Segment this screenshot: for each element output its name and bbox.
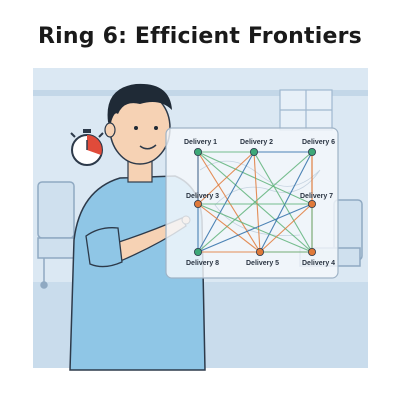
delivery-node-marker	[193, 147, 202, 156]
delivery-node-d4: Delivery 4	[302, 247, 335, 267]
delivery-node-marker	[193, 199, 202, 208]
delivery-node-label: Delivery 5	[246, 260, 279, 267]
sleeve	[85, 227, 123, 268]
board-scribble	[199, 160, 321, 236]
delivery-node-label: Delivery 6	[302, 139, 335, 146]
network-board	[165, 127, 339, 279]
network-edges	[197, 151, 313, 253]
wall-rail	[33, 90, 368, 96]
delivery-node-d5: Delivery 5	[246, 247, 279, 267]
network-edge	[197, 151, 255, 205]
delivery-node-d1: Delivery 1	[184, 139, 217, 156]
delivery-node-label: Delivery 7	[300, 193, 333, 200]
delivery-node-marker	[307, 247, 316, 256]
delivery-node-label: Delivery 8	[186, 260, 219, 267]
network-edge	[253, 151, 313, 253]
delivery-node-d2: Delivery 2	[240, 139, 273, 156]
network-edge	[259, 151, 313, 253]
delivery-node-label: Delivery 1	[184, 139, 217, 146]
stopwatch-icon	[70, 129, 104, 166]
network-edge	[197, 151, 261, 253]
wall-window	[279, 89, 333, 131]
hair	[107, 83, 172, 126]
network-edge	[197, 151, 255, 253]
delivery-node-marker	[307, 147, 316, 156]
delivery-node-label: Delivery 2	[240, 139, 273, 146]
delivery-node-marker	[193, 247, 202, 256]
delivery-node-d3: Delivery 3	[186, 193, 219, 208]
page-title: Ring 6: Efficient Frontiers	[38, 24, 362, 49]
network-edge	[259, 203, 313, 253]
delivery-node-d8: Delivery 8	[186, 247, 219, 267]
delivery-node-d6: Delivery 6	[302, 139, 335, 156]
network-edge	[197, 151, 313, 253]
delivery-node-label: Delivery 4	[302, 260, 335, 267]
network-edge	[197, 203, 313, 253]
network-edge	[253, 151, 261, 253]
delivery-node-d7: Delivery 7	[300, 193, 333, 208]
delivery-node-label: Delivery 3	[186, 193, 219, 200]
delivery-node-marker	[249, 147, 258, 156]
network-edge	[197, 203, 261, 253]
delivery-node-marker	[255, 247, 264, 256]
delivery-node-marker	[307, 199, 316, 208]
network-nodes: Delivery 1 Delivery 2 Delivery 6 Delivery 3…	[184, 139, 335, 267]
network-edge	[197, 151, 313, 205]
